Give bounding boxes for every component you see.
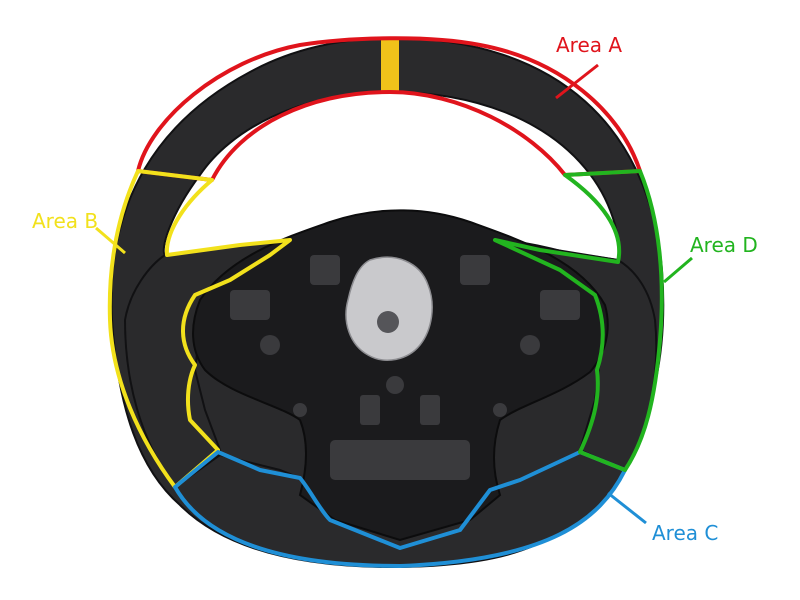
wheel-spokes bbox=[123, 238, 293, 489]
area-b-label: Area B bbox=[32, 209, 98, 233]
area-a-leader bbox=[555, 63, 599, 100]
area-c-leader bbox=[607, 491, 647, 525]
top-center-stripe bbox=[381, 37, 399, 93]
area-d-leader bbox=[663, 256, 693, 284]
center-bolt bbox=[377, 311, 399, 333]
wheel-hub bbox=[192, 209, 609, 542]
hub-details bbox=[230, 255, 580, 480]
area-d-label: Area D bbox=[690, 233, 758, 257]
area-c-label: Area C bbox=[652, 521, 718, 545]
center-plate bbox=[345, 256, 433, 361]
area-b-leader bbox=[95, 226, 126, 255]
area-a-outline bbox=[136, 36, 642, 182]
area-d-outline bbox=[493, 169, 664, 472]
area-a-label: Area A bbox=[556, 33, 622, 57]
area-b-outline bbox=[107, 169, 292, 489]
area-c-outline bbox=[173, 450, 627, 568]
